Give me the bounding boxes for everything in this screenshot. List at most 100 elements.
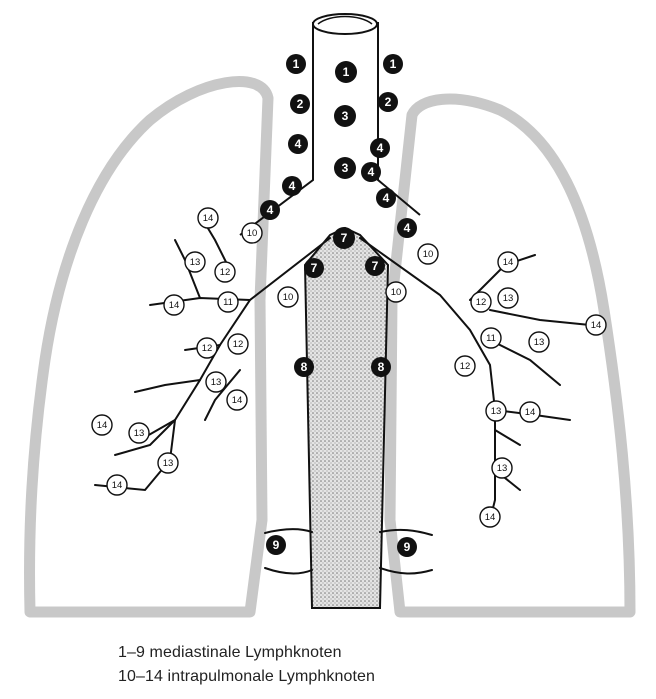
svg-text:14: 14 [591,320,602,331]
svg-text:11: 11 [223,297,233,308]
svg-text:14: 14 [503,257,514,268]
node-13d: 13 [158,453,178,473]
node-13c: 13 [129,423,149,443]
node-1a: 1 [286,54,306,74]
node-12a: 12 [215,262,235,282]
svg-text:10: 10 [423,249,434,260]
node-9a: 9 [266,535,286,555]
node-12c: 12 [197,338,217,358]
node-7b: 7 [304,258,324,278]
svg-text:8: 8 [301,360,308,374]
node-13h: 13 [492,458,512,478]
node-1c: 1 [383,54,403,74]
svg-text:3: 3 [342,161,349,175]
node-1b: 1 [335,61,357,83]
node-12b: 12 [228,334,248,354]
node-12f: 12 [0,0,11,3]
intrapulmonary-nodes: 10 10 10 10 11 11 12 12 12 12 12 12 13 1… [0,0,606,527]
svg-text:12: 12 [0,0,11,3]
node-10b: 10 [278,287,298,307]
node-4a: 4 [288,134,308,154]
left-lung-outline [390,99,630,612]
svg-text:14: 14 [169,300,180,311]
node-13a: 13 [185,252,205,272]
svg-text:12: 12 [233,339,244,350]
svg-text:3: 3 [342,109,349,123]
legend-mediastinal: 1–9 mediastinale Lymphknoten [118,644,342,662]
svg-text:2: 2 [297,97,304,111]
svg-text:12: 12 [460,361,471,372]
node-4f: 4 [376,188,396,208]
node-14b: 14 [164,295,184,315]
node-10c: 10 [418,244,438,264]
node-4g: 4 [397,218,417,238]
node-11a: 11 [218,292,238,312]
node-14d: 14 [92,415,112,435]
svg-text:14: 14 [97,420,108,431]
node-14i: 14 [480,507,500,527]
svg-text:10: 10 [391,287,402,298]
svg-text:14: 14 [112,480,123,491]
svg-text:13: 13 [163,458,174,469]
svg-text:11: 11 [486,333,496,344]
node-4b: 4 [282,176,302,196]
svg-text:4: 4 [404,221,411,235]
svg-text:4: 4 [267,203,274,217]
svg-text:4: 4 [295,137,302,151]
node-13g: 13 [486,401,506,421]
svg-text:1: 1 [343,65,350,79]
svg-text:12: 12 [220,267,231,278]
svg-text:2: 2 [385,95,392,109]
node-4e: 4 [361,162,381,182]
node-2b: 2 [378,92,398,112]
svg-text:7: 7 [372,259,379,273]
node-7c: 7 [365,256,385,276]
node-14f: 14 [498,252,518,272]
node-8b: 8 [371,357,391,377]
svg-text:13: 13 [211,377,222,388]
node-12e: 12 [455,356,475,376]
svg-text:4: 4 [383,191,390,205]
svg-text:4: 4 [368,165,375,179]
esophagus [305,228,388,608]
node-4c: 4 [260,200,280,220]
svg-text:13: 13 [497,463,508,474]
node-14g: 14 [586,315,606,335]
node-13b: 13 [206,372,226,392]
svg-text:13: 13 [491,406,502,417]
svg-text:7: 7 [341,231,348,245]
node-13f: 13 [529,332,549,352]
svg-text:10: 10 [283,292,294,303]
svg-text:10: 10 [247,228,258,239]
node-10a: 10 [242,223,262,243]
node-8a: 8 [294,357,314,377]
svg-text:12: 12 [202,343,213,354]
node-14e: 14 [107,475,127,495]
node-14a: 14 [198,208,218,228]
svg-text:14: 14 [203,213,214,224]
node-3b: 3 [334,157,356,179]
svg-text:4: 4 [377,141,384,155]
svg-text:8: 8 [378,360,385,374]
svg-text:1: 1 [293,57,300,71]
svg-text:13: 13 [134,428,145,439]
svg-text:4: 4 [289,179,296,193]
svg-text:14: 14 [525,407,536,418]
node-13e: 13 [498,288,518,308]
node-3a: 3 [334,105,356,127]
svg-text:14: 14 [485,512,496,523]
node-4d: 4 [370,138,390,158]
node-14c: 14 [227,390,247,410]
svg-text:7: 7 [311,261,318,275]
node-10d: 10 [386,282,406,302]
node-2a: 2 [290,94,310,114]
svg-text:9: 9 [404,540,411,554]
svg-text:14: 14 [232,395,243,406]
node-11b: 11 [481,328,501,348]
node-12d: 12 [471,292,491,312]
svg-text:13: 13 [503,293,514,304]
svg-text:9: 9 [273,538,280,552]
svg-text:13: 13 [190,257,201,268]
svg-text:12: 12 [476,297,487,308]
